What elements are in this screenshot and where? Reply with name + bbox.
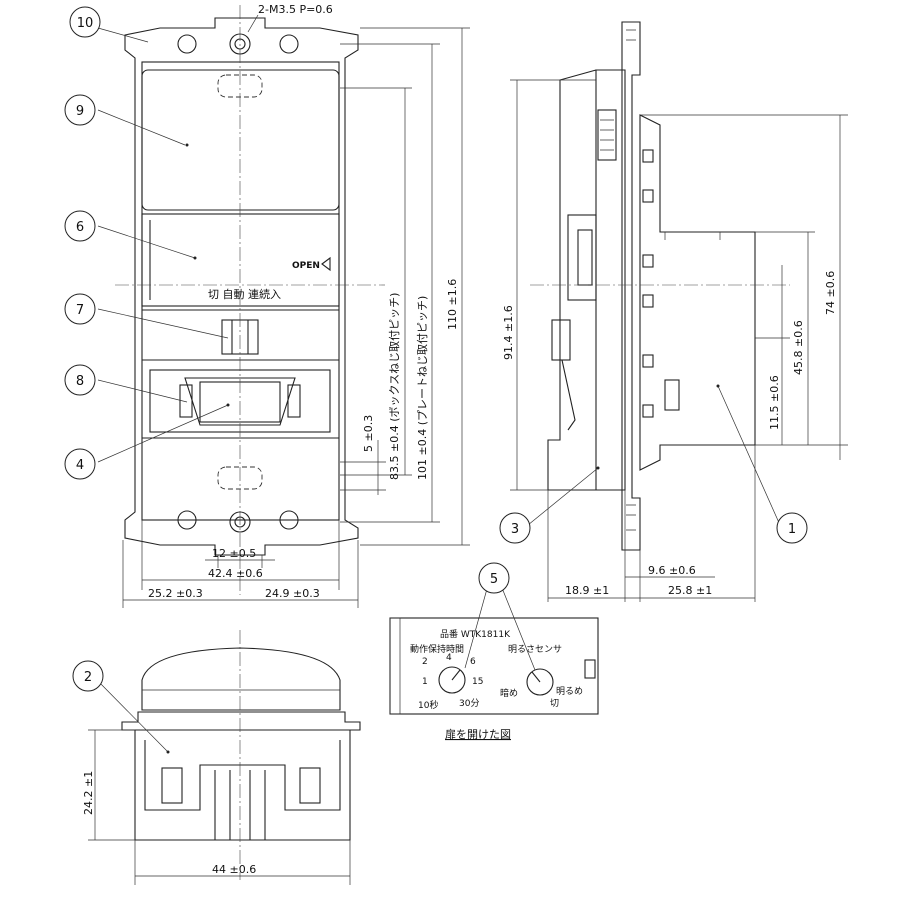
dim-12: 12 ±0.5 [212, 547, 256, 560]
balloon-4: 4 [64, 448, 96, 480]
sensor-pin-right [287, 384, 301, 418]
front-frame [124, 17, 359, 556]
dim-18-9: 18.9 ±1 [565, 584, 609, 597]
model-label: 品番 WTK1811K [440, 628, 511, 640]
balloon-9: 9 [64, 94, 96, 126]
dial1-2: 2 [422, 657, 428, 667]
side-rear-body [639, 114, 756, 471]
open-label: OPEN [292, 261, 320, 271]
svg-text:6: 6 [76, 220, 84, 235]
svg-text:7: 7 [76, 303, 84, 318]
top-right-hole [279, 34, 299, 54]
dim-9-6: 9.6 ±0.6 [648, 564, 696, 577]
switch-label: 切 自動 連続入 [208, 287, 281, 301]
dial1-15: 15 [472, 677, 483, 687]
dim-45-8: 45.8 ±0.6 [792, 320, 805, 375]
dial1-10s: 10秒 [418, 699, 438, 711]
door-open-view: 品番 WTK1811K 動作保持時間 明るさセンサ 2 4 6 1 15 10秒… [389, 617, 599, 741]
dial2-off: 切 [550, 698, 559, 709]
bottom-body [134, 730, 351, 841]
side-dimensions: 91.4 ±1.6 74 ±0.6 45.8 ±0.6 11.5 ±0.6 9.… [502, 79, 848, 602]
sensor-lens-window [141, 69, 340, 211]
svg-text:2: 2 [84, 670, 92, 685]
side-view [530, 21, 790, 551]
dim-91-4: 91.4 ±1.6 [502, 305, 515, 360]
dim-box-pitch: 83.5 ±0.4 (ボックスねじ取付ピッチ) [388, 293, 401, 480]
bottom-dome [141, 647, 341, 711]
balloon-5: 5 [478, 562, 510, 594]
dim-11-5: 11.5 ±0.6 [768, 375, 781, 430]
front-dimensions: 83.5 ±0.4 (ボックスねじ取付ピッチ) 101 ±0.4 (プレートねじ… [122, 27, 470, 608]
dial2-dark: 暗め [500, 687, 518, 699]
svg-text:3: 3 [511, 522, 519, 537]
dial1-4: 4 [446, 653, 452, 663]
bottom-flange [121, 711, 361, 731]
balloon-6: 6 [64, 210, 96, 242]
svg-text:4: 4 [76, 458, 84, 473]
dim-25-8: 25.8 ±1 [668, 584, 712, 597]
balloon-8: 8 [64, 364, 96, 396]
brightness-dial[interactable] [526, 668, 554, 696]
bottom-dimensions: 24.2 ±1 44 ±0.6 [82, 729, 351, 885]
side-mount-plate [621, 21, 641, 551]
dial1-30m: 30分 [459, 698, 479, 709]
bottom-right-hole [279, 510, 299, 530]
dim-24-9: 24.9 ±0.3 [265, 587, 320, 600]
cover-door [141, 213, 340, 307]
dim-25-2: 25.2 ±0.3 [148, 587, 203, 600]
leaders [94, 27, 781, 754]
top-left-hole [177, 34, 197, 54]
balloon-2: 2 [72, 660, 104, 692]
screw-spec: 2-M3.5 P=0.6 [258, 3, 333, 16]
side-front-body [595, 69, 626, 491]
dim-plate-pitch: 101 ±0.4 (プレートねじ取付ピッチ) [416, 296, 429, 480]
front-view: OPEN 切 自動 連続入 2-M3.5 P=0.6 [115, 3, 385, 595]
sensor-pin-left [179, 384, 193, 418]
dim-height: 110 ±1.6 [446, 279, 459, 330]
dim-5: 5 ±0.3 [362, 415, 375, 452]
balloon-10: 10 [69, 6, 101, 38]
dim-24-2: 24.2 ±1 [82, 771, 95, 815]
balloon-3: 3 [499, 512, 531, 544]
hold-time-label: 動作保持時間 [410, 643, 464, 655]
dial1-6: 6 [470, 657, 476, 667]
svg-text:10: 10 [77, 16, 94, 31]
svg-text:1: 1 [788, 522, 796, 537]
dial2-bright: 明るめ [556, 686, 583, 697]
svg-text:9: 9 [76, 104, 84, 119]
bottom-left-hole [177, 510, 197, 530]
svg-text:8: 8 [76, 374, 84, 389]
bottom-view [121, 630, 361, 880]
brightness-label: 明るさセンサ [508, 644, 562, 655]
dim-74: 74 ±0.6 [824, 271, 837, 315]
door-caption: 扉を開けた図 [445, 728, 511, 741]
sensor-element [184, 377, 296, 426]
svg-text:5: 5 [490, 572, 498, 587]
hold-time-dial[interactable] [438, 666, 466, 694]
dial1-1: 1 [422, 677, 428, 687]
balloon-7: 7 [64, 293, 96, 325]
dim-42-4: 42.4 ±0.6 [208, 567, 263, 580]
balloon-1: 1 [776, 512, 808, 544]
dim-44: 44 ±0.6 [212, 863, 256, 876]
